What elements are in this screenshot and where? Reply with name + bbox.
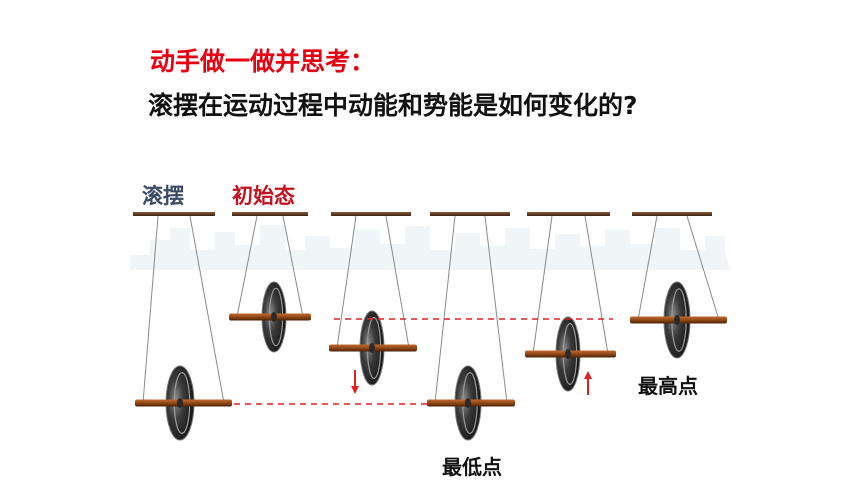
backdrop-skyline [130, 225, 730, 270]
string-right [584, 215, 609, 355]
label-initial-state: 初始态 [232, 184, 295, 208]
label-lowest-point: 最低点 [442, 455, 502, 479]
string-right [189, 215, 225, 404]
string-left [336, 215, 357, 349]
support-beam [632, 212, 712, 216]
string-right [484, 215, 508, 404]
support-beam [232, 212, 308, 216]
label-highest-point: 最高点 [638, 374, 698, 398]
support-beam [527, 212, 610, 216]
pendulum-frame-lowest-left [133, 212, 232, 441]
string-left [142, 215, 159, 404]
wheel-hub [271, 312, 277, 322]
pendulum-frame-initial [229, 212, 311, 353]
label-roller-pendulum: 滚摆 [142, 184, 184, 208]
string-right [385, 215, 410, 349]
arrow-down-icon [351, 370, 359, 394]
arrow-up-icon [584, 371, 592, 395]
string-right [282, 215, 304, 318]
axle-rod [229, 313, 311, 321]
pendulum-frame-ascending [525, 212, 616, 392]
wheel-hub [565, 349, 571, 359]
axle-rod [135, 399, 232, 407]
pendulum-frame-lowest [427, 212, 515, 441]
string-left [637, 215, 658, 321]
wheel-hub [465, 398, 471, 408]
pendulum-frame-descending [329, 212, 417, 386]
string-right [686, 215, 720, 321]
wheel-hub [369, 343, 375, 353]
string-left [434, 215, 456, 404]
wheel-hub [177, 398, 183, 408]
support-beam [430, 212, 510, 216]
heading-question: 滚摆在运动过程中动能和势能是如何变化的? [148, 91, 638, 120]
string-left [236, 215, 258, 318]
support-beam [331, 212, 411, 216]
support-beam [133, 212, 215, 216]
pendulum-frame-highest [630, 212, 727, 359]
wheel-hub [674, 315, 680, 325]
string-left [532, 215, 553, 355]
heading-task: 动手做一做并思考： [150, 47, 376, 76]
